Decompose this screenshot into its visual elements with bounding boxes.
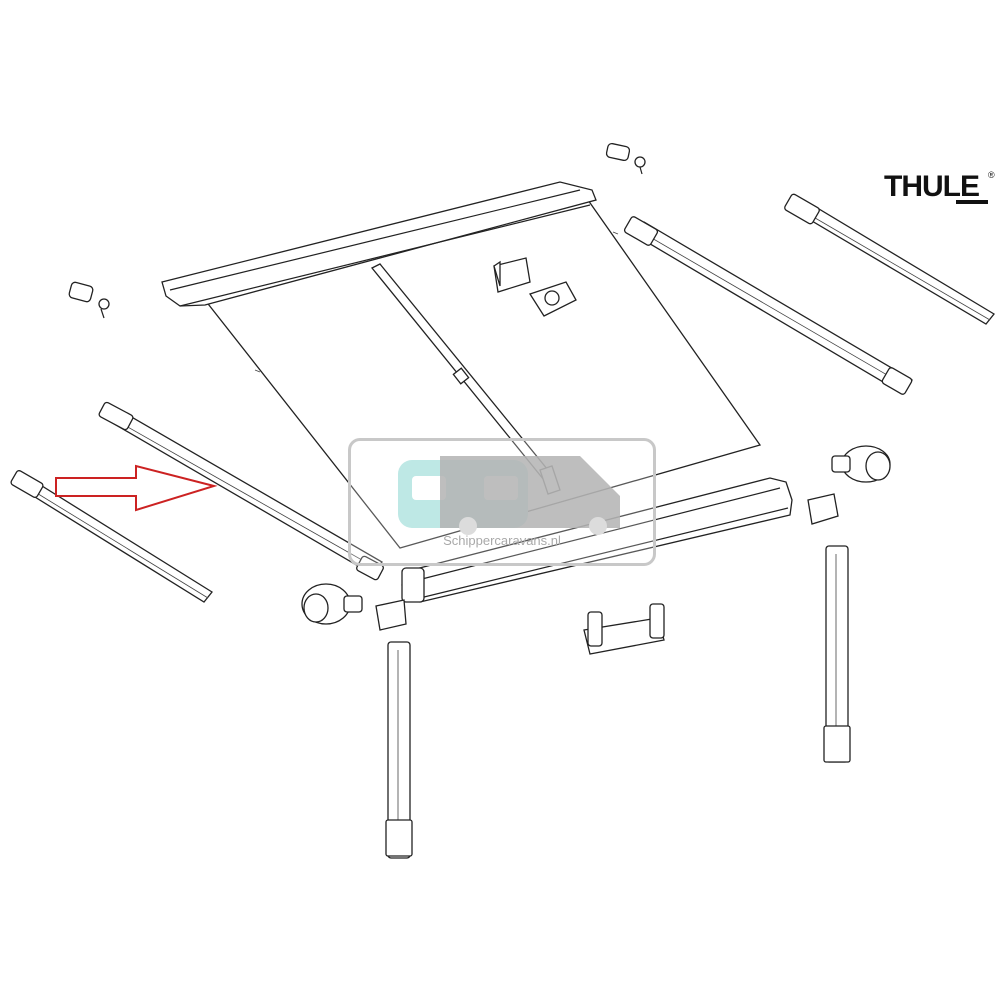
watermark-text: Schippercaravans.nl (443, 533, 561, 548)
leg-clip-right (807, 493, 839, 525)
left-support-leg (385, 641, 413, 859)
left-support-arm (98, 401, 384, 581)
left-wall-rail (10, 470, 213, 603)
logo-text: THULE (884, 170, 980, 203)
watermark: Schippercaravans.nl (348, 438, 656, 566)
right-wall-rail (784, 193, 995, 325)
right-support-arm (623, 216, 914, 395)
front-bar-end-cap-left (301, 583, 363, 625)
thule-logo: THULE ® (884, 170, 996, 210)
top-cassette (161, 181, 597, 307)
wall-bracket-upper (493, 257, 531, 293)
center-bracket (583, 603, 665, 655)
logo-underline (956, 200, 988, 204)
front-bar-end-cap-right (831, 445, 891, 483)
end-cap-right (605, 142, 646, 175)
leg-clip-left (375, 599, 407, 631)
wall-bracket-lower (529, 281, 577, 317)
registered-mark: ® (988, 170, 995, 180)
end-cap-left (68, 281, 110, 319)
callout-arrow (55, 464, 218, 512)
right-support-leg (823, 545, 851, 763)
caravan-camper-icon (398, 456, 620, 535)
